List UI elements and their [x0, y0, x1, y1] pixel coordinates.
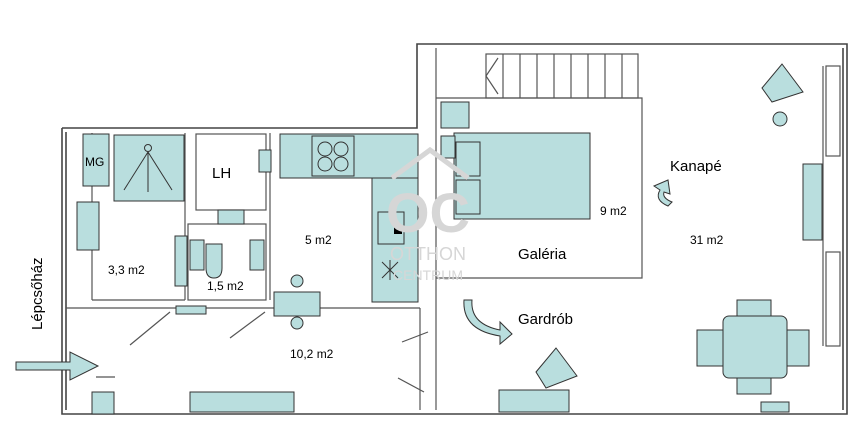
bath-cabinet: [174, 235, 188, 287]
hall-fixtures: [91, 391, 295, 415]
gallery-label: Galéria: [518, 246, 567, 263]
small-chair: [535, 347, 578, 389]
bath-sink: [76, 201, 100, 251]
burner-icon: [317, 141, 333, 157]
dining-table-small: [273, 291, 321, 317]
toilet-icon: [205, 243, 223, 279]
rotate-arrow-icon: [463, 179, 673, 346]
gallery-area: 9 m2: [600, 204, 627, 218]
door-swings: [96, 311, 429, 393]
watermark-logo: OC OTTHON CENTRUM: [386, 146, 470, 283]
wc-fixtures: [175, 209, 265, 315]
watermark-line2: CENTRUM: [393, 267, 463, 283]
mg-label: MG: [85, 155, 104, 169]
faucet-icon: [394, 226, 402, 234]
watermark-line1: OTTHON: [390, 244, 466, 264]
living-area: 31 m2: [690, 233, 724, 247]
kanape-label: Kanapé: [670, 158, 722, 175]
lh-label: LH: [212, 165, 231, 182]
gardrob-label: Gardrób: [518, 311, 573, 328]
staircase: [485, 53, 639, 99]
hall-cabinet: [189, 391, 295, 413]
kitchen-area: 5 m2: [305, 233, 332, 247]
living-fixtures: [498, 63, 823, 413]
watermark-logo-text: OC: [386, 181, 470, 244]
armchair: [761, 63, 804, 103]
utility-fixtures: [258, 149, 272, 173]
hall-area: 10,2 m2: [290, 347, 334, 361]
sideboard: [802, 163, 823, 241]
wc-area: 1,5 m2: [207, 279, 244, 293]
entrance-arrow-icon: [15, 351, 100, 381]
lepcsohaz-label: Lépcsőház: [29, 257, 46, 330]
windows-right: [825, 65, 841, 347]
bathroom-area: 3,3 m2: [108, 263, 145, 277]
washing-machine: [82, 133, 110, 187]
bathroom-fixtures: [76, 133, 188, 287]
dining-table: [722, 315, 788, 379]
shower-head-icon: [144, 144, 152, 152]
stove: [311, 135, 355, 177]
kitchen-fixtures: [273, 133, 419, 330]
shower: [113, 134, 185, 202]
